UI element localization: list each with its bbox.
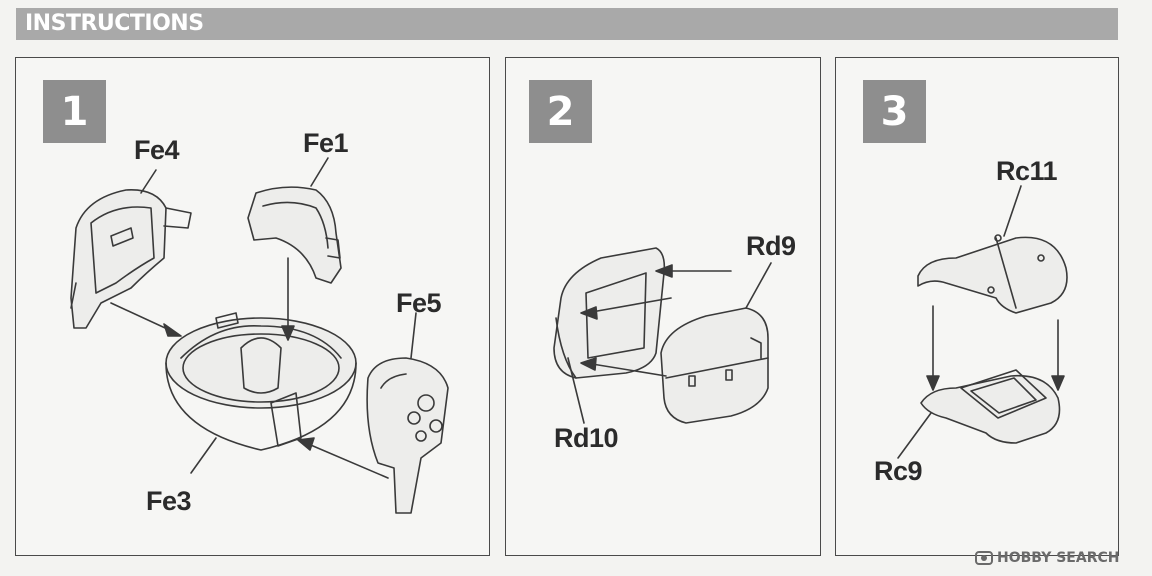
- step-panel-2: 2 Rd9 Rd10: [505, 57, 821, 556]
- part-label-rd9: Rd9: [746, 231, 796, 261]
- part-rd10-drawing: [553, 247, 666, 379]
- part-rd9-drawing: [660, 307, 769, 424]
- step-number-badge: 1: [43, 80, 106, 143]
- part-fe1-drawing: [247, 186, 342, 284]
- step-3-diagram: [897, 185, 1068, 459]
- label-leaders: [567, 262, 772, 424]
- part-label-rc11: Rc11: [996, 156, 1058, 186]
- part-rc9-drawing: [920, 369, 1061, 444]
- header-bar: INSTRUCTIONS: [16, 8, 1118, 40]
- watermark: HOBBY SEARCH: [975, 548, 1119, 568]
- part-label-rc9: Rc9: [874, 456, 923, 486]
- step-2-diagram: [553, 247, 772, 424]
- step-panel-3: 3 Rc11 Rc9: [835, 57, 1119, 556]
- label-leaders: [140, 157, 417, 474]
- part-fe5-drawing: [366, 357, 449, 514]
- part-fe4-drawing: [70, 189, 192, 329]
- part-label-fe3: Fe3: [146, 486, 192, 516]
- watermark-text: HOBBY SEARCH: [997, 550, 1120, 566]
- part-label-fe4: Fe4: [134, 135, 180, 165]
- step-number-badge: 2: [529, 80, 592, 143]
- step-number-badge: 3: [863, 80, 926, 143]
- assembly-arrows: [580, 264, 732, 377]
- part-label-fe5: Fe5: [396, 288, 442, 318]
- page-title: INSTRUCTIONS: [25, 11, 204, 36]
- step-1-diagram: [70, 157, 449, 514]
- hobby-search-logo-icon: [975, 551, 993, 565]
- step-panel-1: 1: [15, 57, 490, 556]
- part-label-fe1: Fe1: [303, 128, 349, 158]
- part-rc11-drawing: [917, 234, 1068, 314]
- label-leaders: [897, 185, 1022, 459]
- part-label-rd10: Rd10: [554, 423, 619, 453]
- part-fe3-drawing: [165, 312, 357, 451]
- assembly-arrows: [926, 305, 1065, 391]
- assembly-arrows: [110, 257, 389, 479]
